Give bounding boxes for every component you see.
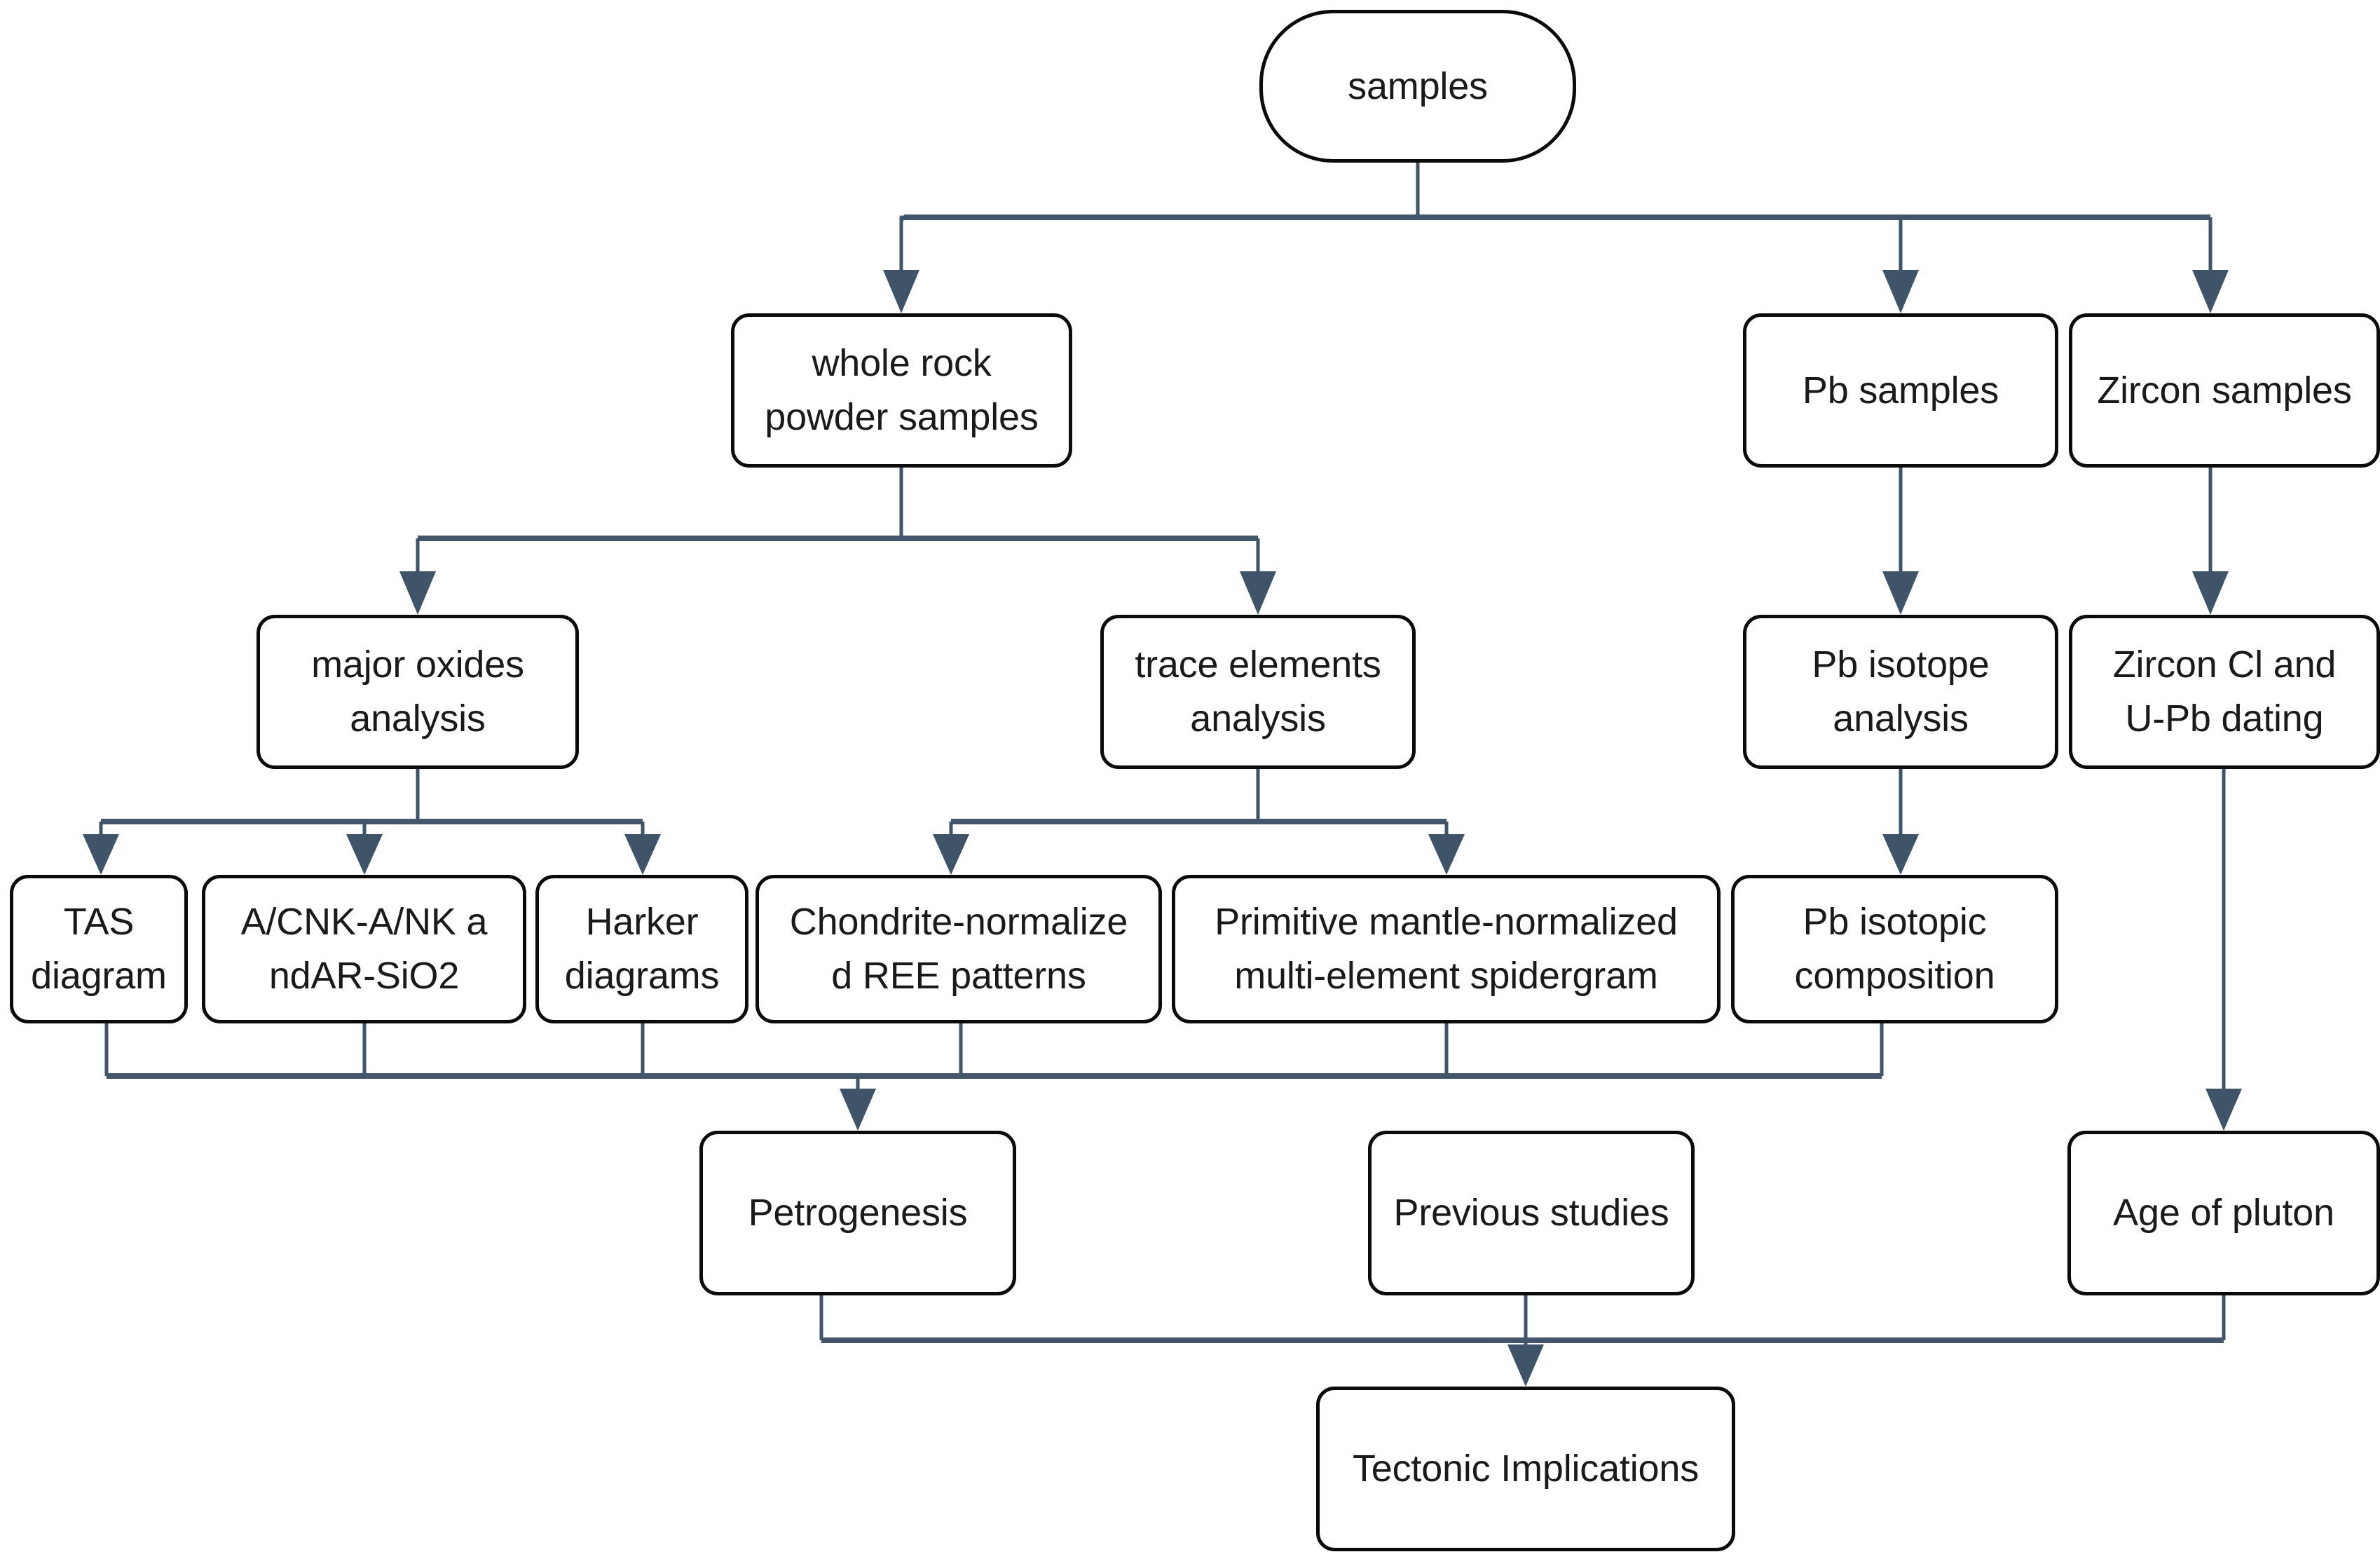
node-label-tectonic: Tectonic Implications xyxy=(1352,1448,1699,1490)
node-trace-elements[interactable]: trace elements analysis xyxy=(1100,615,1416,769)
node-label-spidergram: Primitive mantle-normalized multi-elemen… xyxy=(1215,901,1678,997)
arrowhead-tas xyxy=(83,834,119,875)
node-zircon-cl[interactable]: Zircon Cl and U-Pb dating xyxy=(2069,615,2380,769)
node-label-samples: samples xyxy=(1348,64,1488,107)
node-harker[interactable]: Harker diagrams xyxy=(535,875,748,1023)
node-label-previous: Previous studies xyxy=(1393,1192,1669,1234)
node-tectonic[interactable]: Tectonic Implications xyxy=(1316,1387,1735,1551)
arrowhead-chondrite xyxy=(933,834,969,875)
node-major-oxides[interactable]: major oxides analysis xyxy=(257,615,579,769)
node-petrogenesis[interactable]: Petrogenesis xyxy=(699,1131,1016,1295)
arrowhead-pbsamples xyxy=(1882,270,1919,313)
node-label-tas: TAS diagram xyxy=(31,901,167,997)
node-label-zircon-cl: Zircon Cl and U-Pb dating xyxy=(2112,644,2337,740)
node-spidergram[interactable]: Primitive mantle-normalized multi-elemen… xyxy=(1172,875,1721,1023)
node-pb-isotopic[interactable]: Pb isotopic composition xyxy=(1731,875,2058,1023)
node-label-chondrite: Chondrite-normalize d REE patterns xyxy=(789,901,1128,997)
arrowhead-acnk xyxy=(346,834,383,875)
node-label-pb-samples: Pb samples xyxy=(1802,369,1999,411)
arrowhead-pbisotopic xyxy=(1882,834,1919,875)
arrowhead-pbisotope xyxy=(1882,571,1919,615)
node-chondrite[interactable]: Chondrite-normalize d REE patterns xyxy=(755,875,1162,1023)
node-whole-rock[interactable]: whole rock powder samples xyxy=(731,313,1072,468)
node-previous[interactable]: Previous studies xyxy=(1368,1131,1695,1295)
arrowhead-majoroxides xyxy=(399,571,436,615)
node-pb-isotope[interactable]: Pb isotope analysis xyxy=(1743,615,2058,769)
node-acnk[interactable]: A/CNK-A/NK a ndAR-SiO2 xyxy=(202,875,526,1023)
node-tas[interactable]: TAS diagram xyxy=(10,875,188,1023)
arrowhead-agepluton xyxy=(2205,1089,2242,1131)
node-label-pb-isotopic: Pb isotopic composition xyxy=(1794,901,1995,997)
node-label-harker: Harker diagrams xyxy=(564,901,720,997)
node-label-acnk: A/CNK-A/NK a ndAR-SiO2 xyxy=(240,901,488,997)
arrowhead-zirconsamples xyxy=(2192,270,2229,313)
arrowhead-traceelements xyxy=(1240,571,1276,615)
node-pb-samples[interactable]: Pb samples xyxy=(1743,313,2058,468)
node-label-zircon-samples: Zircon samples xyxy=(2097,369,2352,411)
node-label-trace-elements: trace elements analysis xyxy=(1135,644,1381,740)
node-zircon-samples[interactable]: Zircon samples xyxy=(2069,313,2380,468)
arrowhead-wholerock xyxy=(883,270,919,313)
arrowhead-petrogenesis xyxy=(840,1089,876,1131)
node-label-whole-rock: whole rock powder samples xyxy=(765,342,1039,438)
arrowhead-spidergram xyxy=(1428,834,1465,875)
node-samples[interactable]: samples xyxy=(1259,10,1576,163)
node-label-age-pluton: Age of pluton xyxy=(2113,1192,2334,1234)
arrowhead-tectonic xyxy=(1507,1344,1544,1387)
arrowhead-zirconcl xyxy=(2192,571,2229,615)
node-age-pluton[interactable]: Age of pluton xyxy=(2067,1131,2380,1295)
arrowhead-harker xyxy=(624,834,661,875)
node-label-major-oxides: major oxides analysis xyxy=(311,644,524,740)
node-label-pb-isotope: Pb isotope analysis xyxy=(1812,644,1990,740)
node-label-petrogenesis: Petrogenesis xyxy=(748,1192,968,1234)
